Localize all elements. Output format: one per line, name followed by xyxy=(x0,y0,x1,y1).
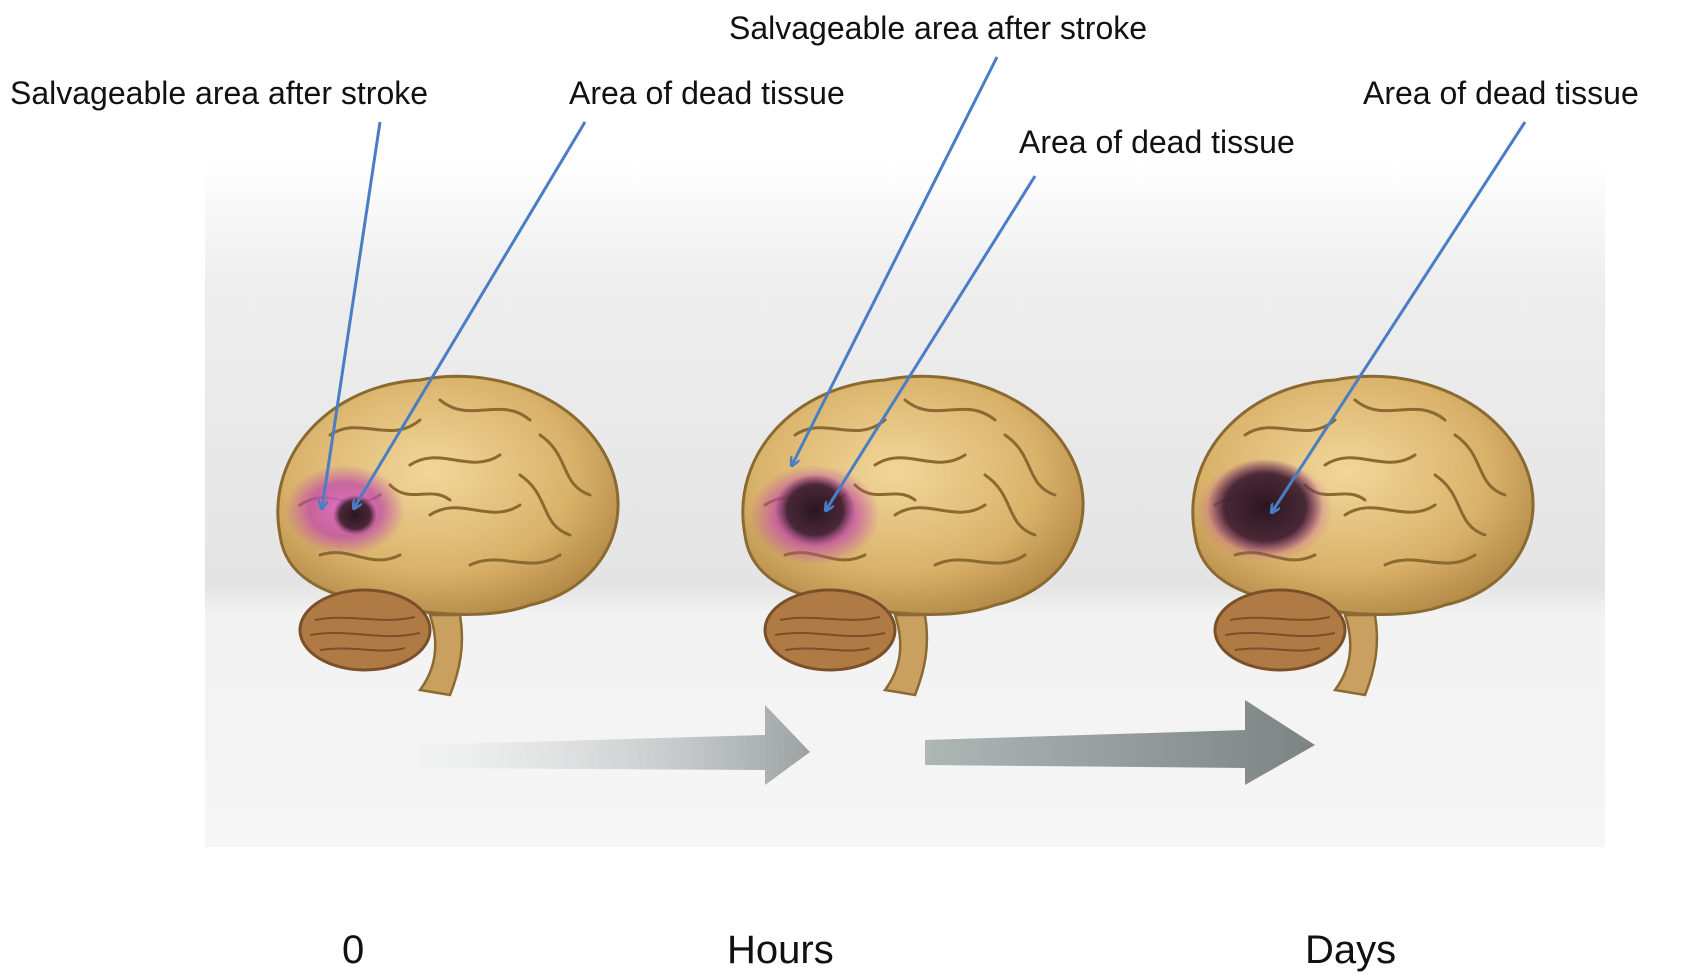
label-stage1-salvageable: Salvageable area after stroke xyxy=(729,12,1147,44)
label-stage1-dead-tissue: Area of dead tissue xyxy=(1019,126,1295,158)
timeline-label-hours: Hours xyxy=(727,930,834,970)
label-stage2-dead-tissue: Area of dead tissue xyxy=(1363,77,1639,109)
dead-tissue-region xyxy=(333,495,377,535)
label-stage0-dead-tissue: Area of dead tissue xyxy=(569,77,845,109)
timeline-label-days: Days xyxy=(1305,930,1396,970)
timeline-label-0: 0 xyxy=(342,930,364,970)
label-stage0-salvageable: Salvageable area after stroke xyxy=(10,77,428,109)
dead-tissue-region xyxy=(1207,459,1323,555)
